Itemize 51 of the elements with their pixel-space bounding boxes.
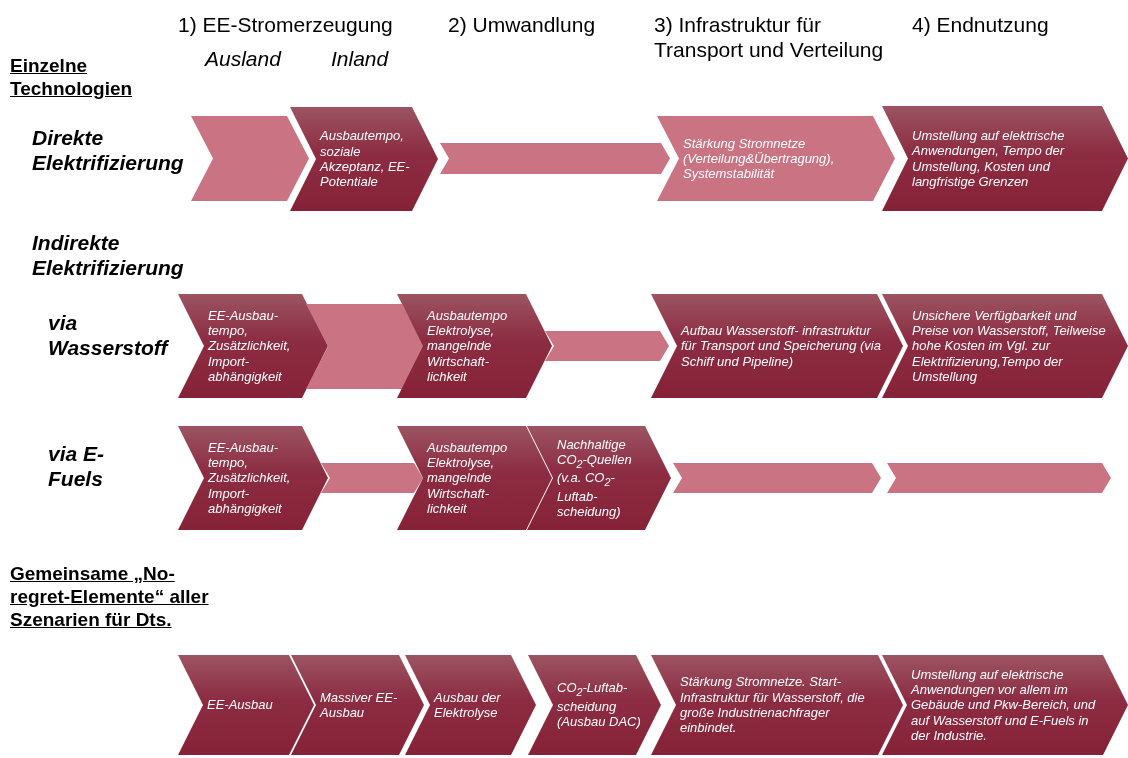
process-step [440,143,670,174]
step-text: Massiver EE- Ausbau [320,689,399,721]
process-step [657,116,895,201]
process-step [405,655,536,755]
step-text: Stärkung Stromnetze (Verteilung&Übertragung), Systemstabilität [683,135,836,182]
step-text: Nachhaltige CO$_{2}$-Quellen (v.a. CO$_{2}$- Luftab- scheidung) [557,436,633,520]
process-step [882,655,1128,755]
process-step [882,106,1128,211]
step-text: Umstellung auf elektrische Anwendungen, Tempo der Umstellung, Kosten und langfristige Grenzen [912,127,1066,190]
row-label: via E-Fuels [48,441,106,492]
row-label: Indirekte Elektrifizierung [32,230,185,281]
step-text: Aufbau Wasserstoff- infrastruktur für Transport und Speicherung (via Schiff und Pipeline) [681,323,882,369]
process-step [191,116,309,201]
step-text: Unsichere Verfügbarkeit und Preise von Wasserstoff, Teilweise hohe Kosten im Vgl. zur Elektrifizierung,Tempo der Umstellung [912,307,1107,385]
row-label: Direkte Elektrifizierung [32,125,185,176]
column-heading: 1) EE-Stromerzeugung [178,12,394,38]
step-text: Ausbautempo Elektrolyse, mangelnde Wirtschaft- lichkeit [427,307,509,385]
process-step [673,463,881,493]
step-text: Umstellung auf elektrische Anwendungen vor allem im Gebäude und Pkw-Bereich, und auf Wasserstoff und E-Fuels in der Industrie. [911,666,1097,744]
process-step [397,426,552,530]
column-heading: 2) Umwandlung [448,12,597,38]
step-text: EE-Ausbau- tempo, Zusätzlichkeit, Import- abhängigkeit [208,439,292,517]
process-step [887,463,1111,493]
section-heading: Gemeinsame „No-regret-Elemente“ aller Szenarien für Dts. [10,563,210,632]
process-step [178,655,314,755]
row-label: via Wasserstoff [48,310,170,361]
step-text: EE-Ausbau [207,697,273,713]
process-step [290,107,438,211]
process-step [178,426,328,530]
step-text: Stärkung Stromnetze. Start-Infrastruktur für Wasserstoff, die große Industrienachfrager einbindet. [680,674,866,736]
process-step [527,426,671,530]
column-subheading: Ausland [205,46,283,72]
step-text: CO$_{2}$-Luftab- scheidung (Ausbau DAC) [557,680,642,730]
process-step [291,655,424,755]
column-subheading: Inland [331,46,390,72]
process-step [397,294,552,398]
section-heading: Einzelne Technologien [10,55,134,101]
column-heading: 3) Infrastruktur für Transport und Verteilung [654,12,885,63]
step-text: Ausbautempo, soziale Akzeptanz, EE-Potentiale [320,128,411,190]
process-step [321,463,423,493]
process-step [651,294,903,398]
step-text: Ausbautempo Elektrolyse, mangelnde Wirtschaft- lichkeit [427,439,509,517]
process-step [178,294,328,398]
step-text: EE-Ausbau- tempo, Zusätzlichkeit, Import- abhängigkeit [208,307,292,385]
process-step [651,655,903,755]
column-heading: 4) Endnutzung [912,12,1050,38]
process-step [882,294,1128,398]
process-step [528,655,661,755]
process-step [306,304,424,389]
process-step [545,331,669,361]
step-text: Ausbau der Elektrolyse [434,689,502,721]
